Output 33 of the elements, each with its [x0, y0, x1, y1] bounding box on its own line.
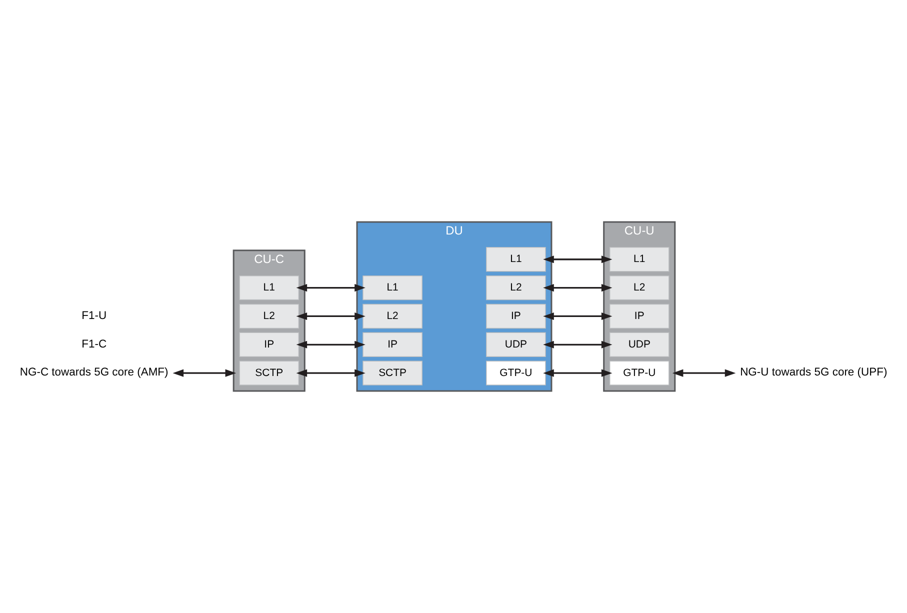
arrow — [543, 256, 612, 264]
label: F1-U — [82, 310, 107, 322]
node-box: IP — [362, 332, 422, 357]
node-box: L1 — [239, 275, 300, 300]
arrow — [672, 369, 736, 377]
node-box: SCTP — [362, 360, 422, 386]
arrow — [172, 369, 236, 377]
node-box: L1 — [609, 247, 670, 272]
arrow — [296, 312, 366, 320]
node-box: IP — [486, 304, 546, 329]
node-box: IP — [239, 332, 300, 357]
arrow — [543, 284, 612, 292]
arrow — [543, 369, 612, 377]
label: F1-C — [82, 338, 107, 350]
node-box: UDP — [609, 332, 670, 357]
node-text: NG-U towards 5G core (UPF) — [740, 366, 888, 379]
node-box: IP — [609, 304, 670, 329]
node-box: L1 — [362, 275, 422, 300]
arrow — [296, 340, 366, 348]
node-box: L1 — [486, 247, 546, 272]
node-box: L2 — [609, 275, 670, 300]
node-box: L2 — [239, 304, 300, 329]
arrow — [543, 312, 612, 320]
node-box: GTP-U — [486, 360, 546, 386]
node-box: SCTP — [239, 360, 300, 386]
node-box: L2 — [486, 275, 546, 300]
node-box: UDP — [486, 332, 546, 357]
arrow — [296, 284, 366, 292]
node-box: GTP-U — [609, 360, 670, 386]
arrow — [296, 369, 366, 377]
node-text: NG-C towards 5G core (AMF) — [20, 366, 168, 379]
node-box: L2 — [362, 304, 422, 329]
arrow — [543, 340, 612, 348]
